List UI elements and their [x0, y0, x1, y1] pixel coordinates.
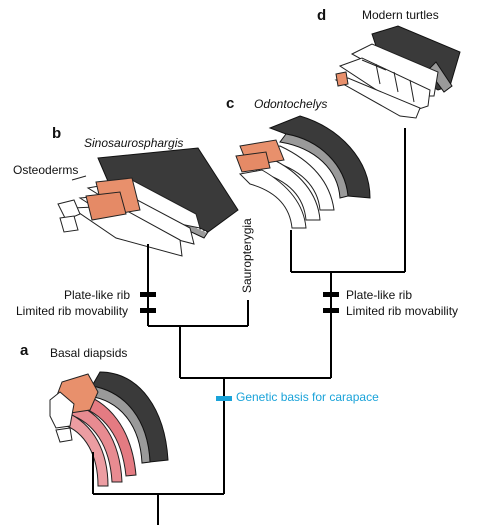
- odontochelys-illustration: [235, 115, 371, 229]
- sinosaurosphargis-label: Sinosaurosphargis: [84, 136, 184, 150]
- plate-like-rib-label-left: Plate-like rib: [64, 288, 131, 302]
- sinosaurosphargis-illustration: [57, 147, 239, 257]
- modern-turtle-illustration: [334, 25, 461, 119]
- panel-letter-d: d: [317, 7, 327, 24]
- genetic-basis-marker: [216, 396, 232, 401]
- modern-turtles-label: Modern turtles: [362, 8, 439, 22]
- panel-letter-b: b: [52, 125, 62, 142]
- genetic-basis-label: Genetic basis for carapace: [236, 390, 379, 404]
- limited-rib-movability-marker-right: [323, 308, 339, 313]
- panel-letter-a: a: [20, 342, 29, 359]
- odontochelys-label: Odontochelys: [254, 97, 328, 111]
- basal-diapsids-label: Basal diapsids: [50, 346, 128, 360]
- phylogenetic-tree: [92, 128, 406, 525]
- basal-diapsid-illustration: [49, 371, 169, 487]
- limited-rib-movability-label-left: Limited rib movability: [16, 304, 129, 318]
- limited-rib-movability-label-right: Limited rib movability: [346, 304, 459, 318]
- plate-like-rib-marker-right: [323, 292, 339, 297]
- plate-like-rib-marker-left: [140, 292, 156, 297]
- limited-rib-movability-marker-left: [140, 308, 156, 313]
- plate-like-rib-label-right: Plate-like rib: [346, 288, 413, 302]
- osteoderms-label: Osteoderms: [13, 163, 79, 177]
- panel-letter-c: c: [226, 95, 235, 112]
- sauropterygia-label: Sauropterygia: [240, 218, 254, 293]
